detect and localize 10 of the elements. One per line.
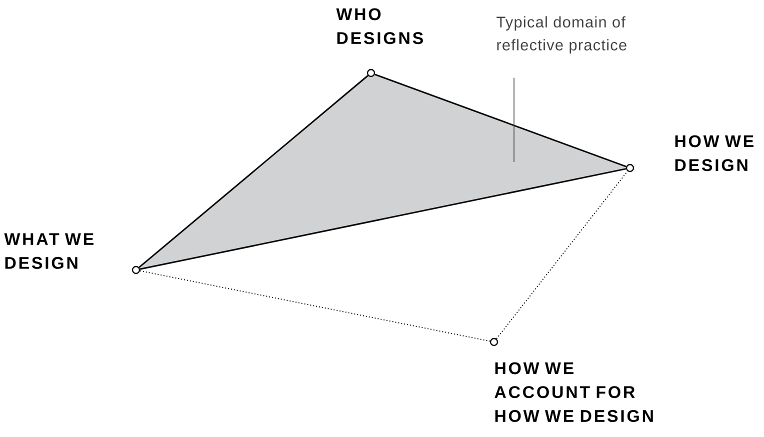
edge-line xyxy=(140,168,626,270)
edge-line xyxy=(496,170,628,340)
vertex-label: WHAT WE DESIGN xyxy=(4,233,94,269)
edge-line xyxy=(140,270,490,342)
vertex-label: HOW WE ACCOUNT FOR HOW WE DESIGN xyxy=(494,362,653,422)
vertex-label: HOW WE DESIGN xyxy=(675,135,754,172)
annotation-text: Typical domain of reflective practice xyxy=(496,16,626,54)
edge-line xyxy=(138,75,368,268)
edge-line xyxy=(374,74,626,168)
vertex-label: WHO DESIGNS xyxy=(336,8,423,44)
